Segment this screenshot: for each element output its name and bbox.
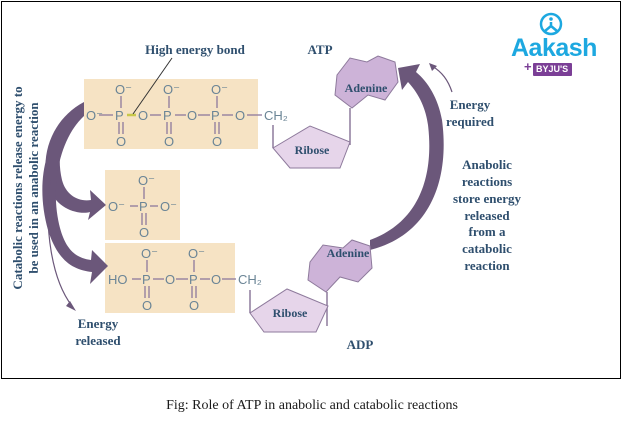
atp-p2-o: O (164, 134, 174, 149)
anabolic-arrow (370, 64, 444, 250)
adp-ribose-label: Ribose (273, 306, 308, 320)
pi-o-minus-right: O⁻ (160, 199, 177, 214)
adp-p2: P (189, 272, 198, 287)
phosphate-bonds (130, 187, 158, 225)
anabolic-note-line-4: released (464, 208, 510, 223)
atp-p1-o: O (116, 134, 126, 149)
energy-released-arrow (47, 179, 73, 307)
pi-p: P (139, 199, 148, 214)
atp-ribose-label: Ribose (295, 143, 330, 157)
adp-chem-labels: HO P O⁻ O O P O⁻ O O CH₂ (108, 246, 262, 313)
aakash-wordmark: Aakash (511, 34, 597, 62)
atp-p3: P (211, 108, 220, 123)
adp-adenine-shape (307, 239, 373, 293)
anabolic-note-line-3: store energy (453, 191, 521, 206)
adp-ribose-shape (249, 288, 329, 333)
logo-plus-sign: + (524, 59, 532, 74)
anabolic-note-line-2: reactions (462, 174, 512, 189)
adp-label: ADP (347, 337, 374, 352)
atp-phosphate-box (84, 79, 258, 149)
figure-caption: Fig: Role of ATP in anabolic and catabol… (166, 398, 458, 413)
atp-p3-o-minus: O⁻ (211, 82, 228, 97)
adp-bonds (132, 260, 236, 298)
energy-required-line-1: Energy (450, 97, 491, 112)
adp-p1-o-minus: O⁻ (141, 246, 158, 261)
anabolic-note-line-5: from a (469, 224, 506, 239)
catabolic-note: Catabolic reactions release energy to be… (10, 86, 41, 289)
adp-o1: O (165, 272, 175, 287)
catabolic-note-line-1: Catabolic reactions release energy to (10, 86, 25, 289)
atp-p2: P (163, 108, 172, 123)
arrow-to-adp (42, 106, 108, 284)
atp-p2-o-minus: O⁻ (163, 82, 180, 97)
pi-o-minus-left: O⁻ (108, 199, 125, 214)
anabolic-note: Anabolic reactions store energy released… (453, 157, 521, 273)
pi-o-minus-top: O⁻ (138, 173, 155, 188)
atp-adenine-shape (334, 55, 399, 109)
energy-released-line-1: Energy (78, 316, 119, 331)
atp-o-minus-left: O⁻ (86, 108, 103, 123)
atp-p1-o-minus: O⁻ (115, 82, 132, 97)
atp-chem-labels: O⁻ P O⁻ O O P O⁻ O O P O⁻ O O CH₂ (86, 82, 288, 149)
aakash-byjus-logo: Aakash + BYJU'S (511, 12, 597, 78)
energy-released-arrowhead (66, 301, 76, 311)
adp-phosphate-box (105, 243, 235, 313)
atp-o2: O (187, 108, 197, 123)
atp-p1: P (115, 108, 124, 123)
atp-o1: O (138, 108, 148, 123)
high-energy-bond-pointer (132, 57, 173, 115)
atp-ribose-shape (272, 125, 351, 169)
catabolic-note-line-2: be used in an anabolic reaction (26, 102, 41, 274)
energy-required-line-2: required (446, 114, 495, 129)
atp-adenine-label: Adenine (345, 81, 388, 95)
adp-p2-o-minus: O⁻ (188, 246, 205, 261)
atp-label: ATP (307, 42, 332, 57)
energy-required-arrowhead (429, 63, 437, 71)
anabolic-note-line-1: Anabolic (462, 157, 512, 172)
adp-p2-o: O (189, 298, 199, 313)
adp-ch2: CH₂ (238, 272, 262, 287)
free-phosphate-box (105, 170, 180, 240)
pi-o-bottom: O (139, 225, 149, 240)
high-energy-bond-label: High energy bond (145, 42, 245, 57)
adp-p1-o: O (142, 298, 152, 313)
energy-required-arrow (431, 65, 453, 93)
atp-o3: O (235, 108, 245, 123)
energy-released-line-2: released (75, 333, 121, 348)
adp-adenine-label: Adenine (327, 246, 370, 260)
aakash-emblem-icon (539, 12, 563, 36)
adp-o2: O (211, 272, 221, 287)
anabolic-note-line-6: catabolic (462, 241, 512, 256)
adp-p1: P (142, 272, 151, 287)
anabolic-note-line-7: reaction (464, 258, 510, 273)
atp-ch2: CH₂ (264, 108, 288, 123)
atp-p3-o: O (212, 134, 222, 149)
adp-ho: HO (108, 272, 128, 287)
phosphate-chem-labels: O⁻ O⁻ P O⁻ O (108, 173, 177, 240)
atp-bonds (99, 96, 262, 134)
byjus-badge: BYJU'S (533, 63, 573, 76)
